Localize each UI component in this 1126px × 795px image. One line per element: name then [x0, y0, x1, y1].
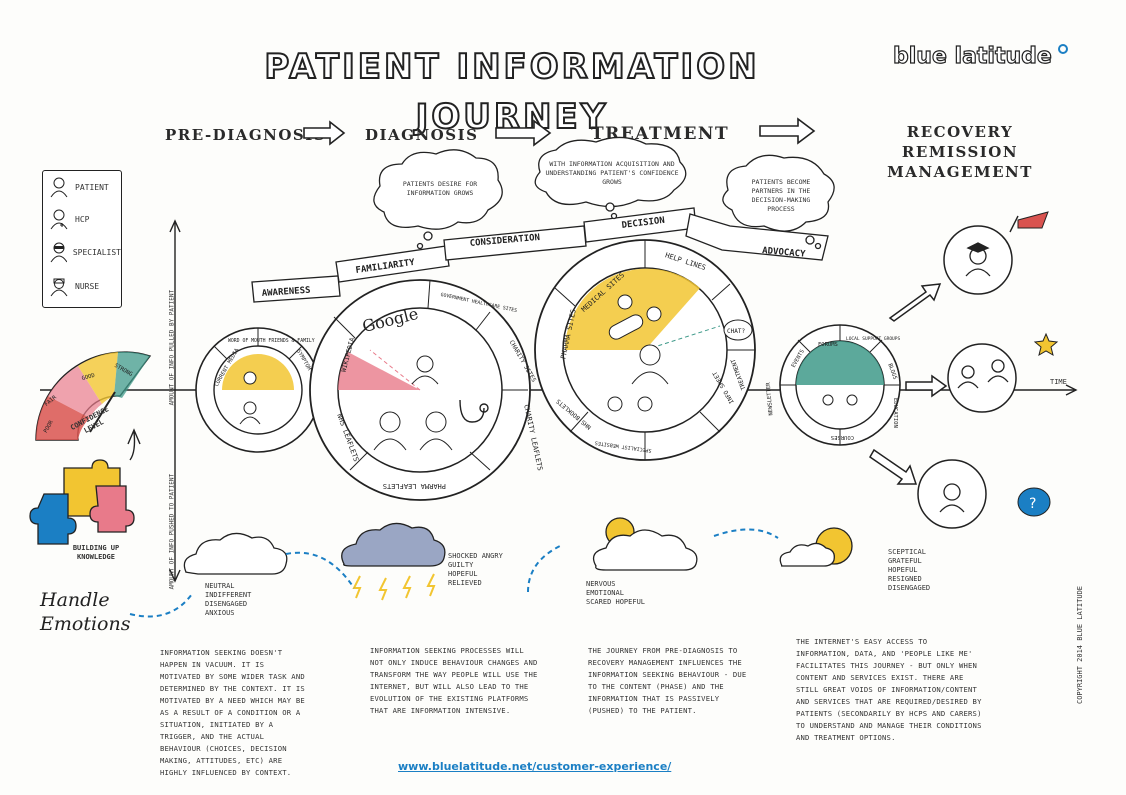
outcome-arrow-icon — [905, 374, 948, 398]
cloud-storm-icon — [341, 522, 446, 567]
path-step-advocacy — [685, 213, 829, 261]
lightning-icon — [352, 575, 362, 599]
axis-label-pulled: AMOUNT OF INFO PULLED BY PATIENT — [168, 289, 176, 406]
circle4-label-blogs: BLOGS — [886, 363, 897, 381]
path-step-label: AWARENESS — [262, 286, 311, 299]
stethoscope-icon — [459, 399, 489, 423]
time-arrow-icon — [1065, 384, 1078, 396]
specialist-icon — [50, 242, 67, 263]
axis-arrow-up-icon — [169, 219, 181, 233]
arrow-icon — [495, 119, 552, 147]
outcome-arrow-icon — [888, 283, 942, 322]
circle4-label-newsletter: NEWSLETTER — [766, 382, 775, 416]
gauge-segment-good: GOOD — [81, 373, 95, 382]
mood-shocked: SHOCKED ANGRY GUILTY HOPEFUL RELIEVED — [448, 552, 503, 587]
pill-icon — [646, 306, 662, 322]
mood-nervous: NERVOUS EMOTIONAL SCARED HOPEFUL — [586, 580, 646, 606]
lightning-icon — [378, 577, 388, 601]
stage-recovery: RECOVERY REMISSION MANAGEMENT — [887, 123, 1033, 181]
paragraph-2: INFORMATION SEEKING PROCESSES WILL NOT O… — [370, 646, 538, 715]
outcome-arrow-icon — [869, 448, 918, 485]
path-step-label: ADVOCACY — [762, 246, 807, 260]
circle4-label-education: EDUCATION — [892, 398, 898, 428]
legend-item-nurse: NURSE — [43, 269, 121, 303]
mood-flow-arrow — [527, 545, 561, 593]
stage-diagnosis: DIAGNOSIS — [365, 126, 479, 144]
bubble-text-3: PATIENTS BECOME PARTNERS IN THE DECISION… — [751, 178, 811, 213]
circle-treatment — [534, 239, 756, 461]
cloud-neutral-icon — [183, 532, 288, 575]
legend-item-patient: PATIENT — [43, 171, 121, 203]
legend-item-specialist: SPECIALIST — [43, 235, 121, 269]
circle2-label-pharma-leaflets: PHARMA LEAFLETS — [383, 482, 446, 490]
mood-flow-arrow — [129, 593, 193, 618]
paragraph-1: INFORMATION SEEKING DOESN'T HAPPEN IN VA… — [160, 648, 305, 777]
bubble-2 — [534, 136, 687, 208]
circle-pre-diagnosis — [195, 327, 321, 453]
circle-recovery — [779, 324, 901, 446]
path-step-consideration — [443, 225, 587, 261]
paragraph-3: THE JOURNEY FROM PRE-DIAGNOSIS TO RECOVE… — [588, 646, 747, 715]
lightning-icon — [402, 575, 412, 599]
flag-icon — [1017, 211, 1049, 229]
outcome-circle-graduate — [943, 225, 1013, 295]
nurse-icon — [50, 278, 68, 297]
curved-arrow-icon — [127, 428, 141, 461]
axis-arrow-down-icon — [169, 569, 181, 583]
chat-bubble-icon — [723, 319, 753, 341]
stage-pre-diagnosis: PRE-DIAGNOSIS — [165, 126, 327, 144]
page-title: PATIENT INFORMATION JOURNEY — [263, 46, 760, 138]
website-link[interactable]: www.bluelatitude.net/customer-experience… — [398, 760, 672, 773]
mood-flow-arrow — [285, 551, 355, 589]
cloud-partly-icon — [592, 529, 698, 571]
cloud-light-icon — [779, 542, 835, 567]
brand-dot-icon — [1057, 44, 1068, 54]
circle1-label-word-of-mouth: WORD OF MOUTH FRIENDS & FAMILY — [228, 338, 315, 344]
mood-sceptical: SCEPTICAL GRATEFUL HOPEFUL RESIGNED DISE… — [888, 548, 931, 592]
bubble-1 — [373, 149, 503, 230]
pill-icon — [608, 314, 644, 340]
star-icon — [1033, 332, 1059, 357]
handle-emotions: Handle Emotions — [40, 589, 131, 635]
bubble-3 — [722, 154, 835, 232]
confidence-gauge — [35, 351, 152, 441]
bubble-text-1: PATIENTS DESIRE FOR INFORMATION GROWS — [402, 180, 478, 197]
circle4-label-local-support: LOCAL SUPPORT GROUPS — [846, 336, 900, 342]
hcp-icon — [50, 209, 68, 230]
circle4-label-courses: COURSES — [831, 434, 854, 440]
arrow-icon — [303, 120, 346, 146]
svg-text:?: ? — [1029, 496, 1036, 512]
outcome-circle-peer — [947, 343, 1017, 413]
paragraph-4: THE INTERNET'S EASY ACCESS TO INFORMATIO… — [796, 637, 982, 742]
outcome-circle-question — [917, 459, 987, 529]
circle3-label-chat: CHAT? — [727, 328, 745, 335]
mood-neutral: NEUTRAL INDIFFERENT DISENGAGED ANXIOUS — [205, 582, 252, 617]
puzzle-icon — [29, 459, 135, 545]
lightning-icon — [426, 573, 436, 597]
question-bubble-icon: ? — [1017, 487, 1051, 517]
puzzle-label: BUILDING UP KNOWLEDGE — [72, 544, 120, 561]
pill-icon — [617, 294, 633, 310]
axis-label-pushed: AMOUNT OF INFO PUSHED TO PATIENT — [168, 473, 176, 590]
circle2-label-charity-leaflets: CHARITY LEAFLETS — [522, 404, 544, 472]
axis-label-time: TIME — [1050, 378, 1067, 386]
circle4-label-forums: FORUMS — [818, 342, 838, 348]
path-step-familiarity — [335, 245, 450, 283]
bubble-text-2: WITH INFORMATION ACQUISITION AND UNDERST… — [545, 160, 679, 186]
path-step-awareness — [251, 275, 341, 303]
mood-flow-arrow — [713, 528, 779, 539]
legend: PATIENT HCP SPECIALIST NURSE — [42, 170, 122, 308]
weather-row — [183, 517, 853, 601]
copyright: COPYRIGHT 2014 BLUE LATITUDE — [1076, 585, 1084, 704]
circle-diagnosis — [309, 279, 531, 501]
brand-logo: blue latitude — [892, 43, 1068, 70]
legend-item-hcp: HCP — [43, 203, 121, 235]
arrow-icon — [759, 117, 816, 145]
patient-icon — [50, 177, 68, 198]
